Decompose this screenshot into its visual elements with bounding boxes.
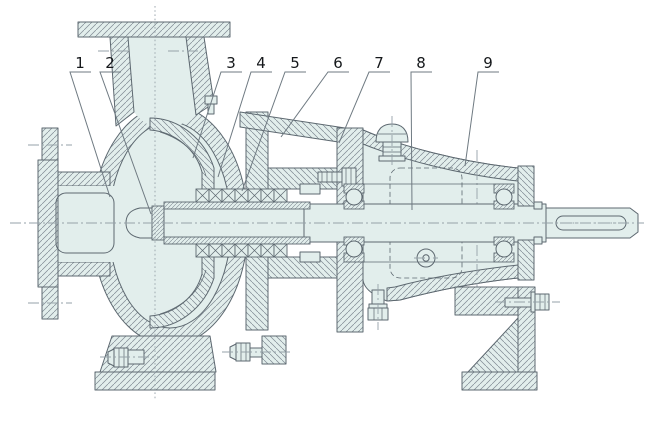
callout-leader-7 bbox=[338, 71, 390, 144]
impeller-vane-line bbox=[159, 269, 207, 315]
callout-leader-4 bbox=[217, 71, 272, 178]
callout-label-5: 5 bbox=[290, 54, 300, 72]
casing-foot-bolt bbox=[100, 347, 160, 368]
oil-drain-sight bbox=[414, 248, 438, 268]
callout-leader-1 bbox=[69, 71, 111, 198]
suction-flange-plate bbox=[37, 159, 59, 288]
callout-leader-9 bbox=[464, 71, 499, 167]
inboard-bearing bbox=[343, 183, 365, 263]
bearing-end-cover bbox=[517, 165, 543, 281]
gland-top bbox=[299, 183, 321, 195]
gland-stud bbox=[317, 167, 357, 187]
discharge-channel bbox=[128, 37, 196, 129]
casing-cover bbox=[204, 95, 346, 331]
callout-label-8: 8 bbox=[416, 54, 426, 72]
ball bbox=[495, 240, 513, 258]
callout-label-4: 4 bbox=[256, 54, 266, 72]
discharge-flange bbox=[77, 21, 231, 52]
ball bbox=[345, 240, 363, 258]
foot-pad bbox=[461, 371, 538, 391]
callout-label-9: 9 bbox=[483, 54, 493, 72]
callout-leader-8 bbox=[410, 71, 432, 211]
impeller-vane-line bbox=[159, 131, 207, 177]
callout-leader-3 bbox=[192, 71, 242, 159]
shaft-sleeve-top bbox=[163, 201, 311, 210]
outboard-bearing bbox=[493, 183, 515, 263]
suction-flange bbox=[28, 127, 116, 320]
ball bbox=[345, 188, 363, 206]
drain-boss bbox=[261, 335, 287, 365]
support-foot bbox=[461, 286, 560, 391]
callout-label-1: 1 bbox=[75, 54, 85, 72]
suction-bore bbox=[58, 186, 116, 262]
callout-label-2: 2 bbox=[105, 54, 115, 72]
centerlines bbox=[10, 6, 644, 400]
casing-drain-plug bbox=[222, 335, 292, 365]
callout-leader-6 bbox=[280, 71, 349, 138]
oil-filler-cap bbox=[375, 116, 409, 168]
callout-label-3: 3 bbox=[226, 54, 236, 72]
foot-bolt bbox=[495, 291, 560, 313]
bracket-bottom-wall bbox=[386, 264, 519, 302]
callouts: 1 2 3 4 5 6 7 8 9 bbox=[69, 54, 499, 215]
ball bbox=[495, 188, 513, 206]
gland-bottom bbox=[299, 251, 321, 263]
shaft-sleeve-bottom bbox=[163, 236, 311, 245]
callout-label-7: 7 bbox=[374, 54, 384, 72]
callout-leader-2 bbox=[99, 71, 152, 215]
callout-leader-5 bbox=[241, 71, 306, 192]
callout-label-6: 6 bbox=[333, 54, 343, 72]
discharge-flange-plate bbox=[77, 21, 231, 38]
suction-pipe-wall-bottom bbox=[57, 261, 111, 277]
stuffing-box-packing bbox=[195, 188, 288, 258]
suction-flange-tab-top bbox=[41, 127, 59, 161]
bracket-bottom-bolt bbox=[367, 284, 389, 330]
shaft-seal bbox=[163, 167, 357, 263]
